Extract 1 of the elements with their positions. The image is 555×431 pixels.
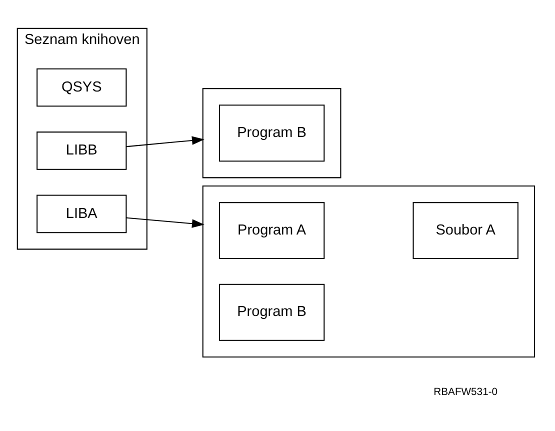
label: RBAFW531-0 [434,386,498,398]
